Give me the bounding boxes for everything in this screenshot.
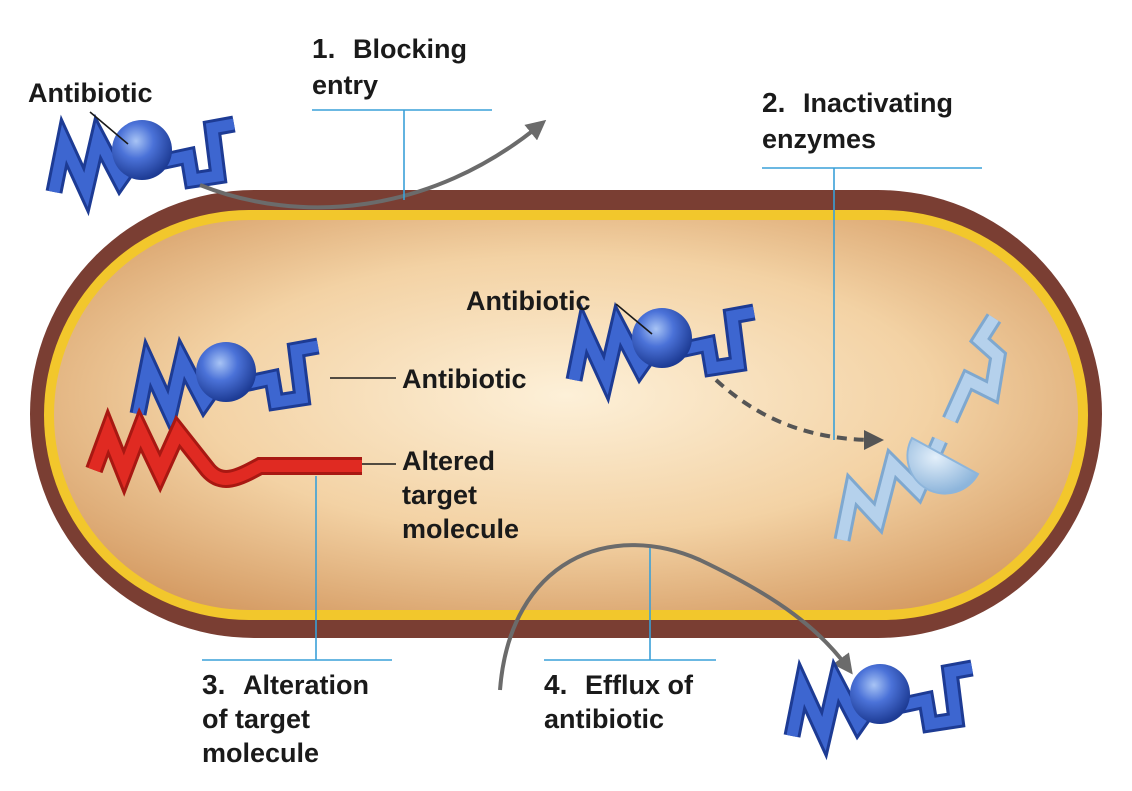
antibiotic-outside-pointer xyxy=(89,111,129,145)
inactivated-antibiotic xyxy=(833,313,1008,542)
mechanism-1-label-line2: entry xyxy=(312,70,378,100)
mechanism-3-label-line3: molecule xyxy=(202,738,319,768)
mechanism-2-number: 2. xyxy=(762,87,785,118)
mechanism-3-label-line1: Alteration xyxy=(243,670,369,700)
antibiotic-inside-pointer xyxy=(615,303,653,335)
mechanism-4-number: 4. xyxy=(544,669,567,700)
mechanism-4-label-line2: antibiotic xyxy=(544,704,664,734)
efflux-arrow xyxy=(498,543,853,691)
antibiotic-inside-label: Antibiotic xyxy=(466,286,590,316)
mechanism-1-number: 1. xyxy=(312,33,335,64)
mechanism-efflux: 4. Efflux of antibiotic xyxy=(498,543,972,736)
mechanism-3-number: 3. xyxy=(202,669,225,700)
altered-target-label-line1: Altered xyxy=(402,446,495,476)
mechanism-2-label-line2: enzymes xyxy=(762,124,876,154)
inactivation-dashed-arrow xyxy=(714,378,884,450)
blocking-entry-arrow xyxy=(199,119,547,210)
mechanism-alteration-of-target: Antibiotic Altered target molecule 3. Al… xyxy=(85,342,526,768)
mechanism-1-label-line1: Blocking xyxy=(353,34,467,64)
altered-target-label-line3: molecule xyxy=(402,514,519,544)
antibiotic-outside-molecule xyxy=(54,120,234,192)
altered-target-molecule xyxy=(85,406,362,497)
mechanism-inactivating-enzymes: Antibiotic 2. Inactivating enzymes xyxy=(466,87,1008,542)
mechanism-blocking-entry: 1. Blocking entry Antibiotic xyxy=(28,33,547,210)
altered-target-label-line2: target xyxy=(402,480,477,510)
mechanism-3-label-line2: of target xyxy=(202,704,310,734)
bacterial-cell xyxy=(30,190,1102,638)
mechanism-4-label-line1: Efflux of xyxy=(585,670,694,700)
mechanism-2-label-line1: Inactivating xyxy=(803,88,953,118)
cytoplasm xyxy=(54,220,1078,610)
antibiotic-outside-label: Antibiotic xyxy=(28,78,152,108)
antibiotic-bound-label: Antibiotic xyxy=(402,364,526,394)
antibiotic-effluxed-molecule xyxy=(792,664,972,736)
